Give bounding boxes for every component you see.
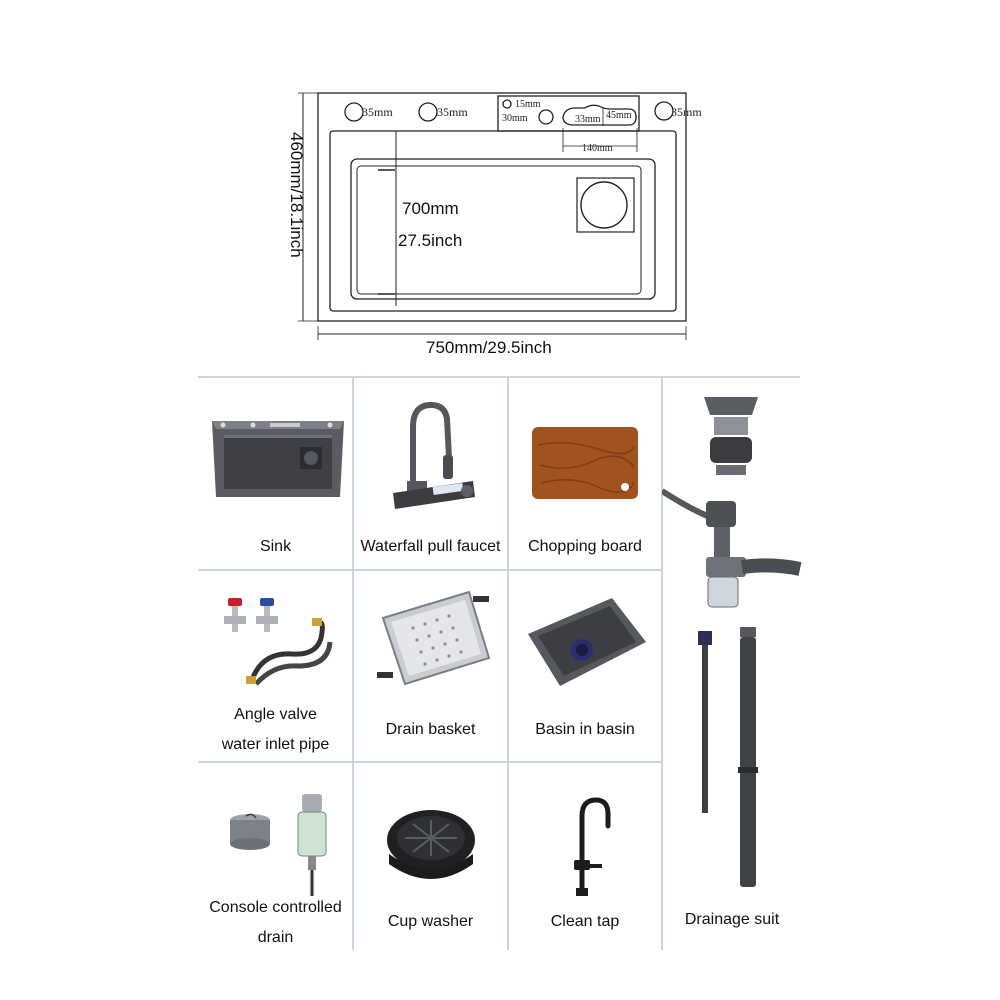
sink-dimension-drawing: 35mm 35mm 35mm 15mm 30mm 33mm 45mm 140mm… <box>287 92 702 357</box>
dim-140-label: 140mm <box>582 143 613 154</box>
item-console-drain: Console controlled drain <box>198 762 353 952</box>
chopping-board-label: Chopping board <box>528 538 642 555</box>
drainage-suit-label: Drainage suit <box>684 911 780 928</box>
faucet-image <box>393 401 475 509</box>
hole-left-label: 35mm <box>362 105 393 119</box>
inner-length-inch: 27.5inch <box>398 231 462 250</box>
dim-45-label: 45mm <box>606 110 632 121</box>
angle-valve-image <box>224 598 333 686</box>
item-drain-basket: Drain basket <box>353 570 508 762</box>
width-dimension-label: 750mm/29.5inch <box>426 338 552 357</box>
basin-in-basin-label: Basin in basin <box>535 721 635 738</box>
cup-washer-label: Cup washer <box>387 913 474 930</box>
console-drain-label-line1: Console controlled <box>209 899 342 916</box>
height-dimension-label: 460mm/18.1inch <box>287 132 306 258</box>
angle-valve-label-line1: Angle valve <box>234 706 317 723</box>
drain-basket-image <box>377 590 491 686</box>
sink-image <box>212 421 344 497</box>
clean-tap-label: Clean tap <box>550 913 620 930</box>
cup-washer-image <box>387 810 475 879</box>
drainage-suit-image <box>662 397 802 887</box>
clean-tap-image <box>574 797 611 896</box>
item-sink: Sink <box>198 377 353 570</box>
dim-15-label: 15mm <box>515 99 541 110</box>
basin-in-basin-image <box>528 598 646 686</box>
hole-mid-label: 35mm <box>437 105 468 119</box>
item-angle-valve: Angle valve water inlet pipe <box>198 570 353 762</box>
inner-length-mm: 700mm <box>402 199 459 218</box>
angle-valve-label-line2: water inlet pipe <box>221 736 330 753</box>
item-chopping-board: Chopping board <box>508 377 662 570</box>
item-cup-washer: Cup washer <box>353 762 508 952</box>
sink-label: Sink <box>259 538 292 555</box>
console-drain-label-line2: drain <box>257 929 294 946</box>
dim-30-label: 30mm <box>502 113 528 124</box>
item-waterfall-faucet: Waterfall pull faucet <box>353 377 508 570</box>
drain-basket-label: Drain basket <box>385 721 476 738</box>
dim-33-label: 33mm <box>575 114 601 125</box>
console-drain-image <box>230 794 327 896</box>
chopping-board-image <box>532 427 638 499</box>
item-drainage-suit: Drainage suit <box>662 377 802 952</box>
item-clean-tap: Clean tap <box>508 762 662 952</box>
item-basin-in-basin: Basin in basin <box>508 570 662 762</box>
accessory-grid <box>198 376 800 950</box>
hole-right-label: 35mm <box>671 105 702 119</box>
faucet-label: Waterfall pull faucet <box>360 538 501 555</box>
